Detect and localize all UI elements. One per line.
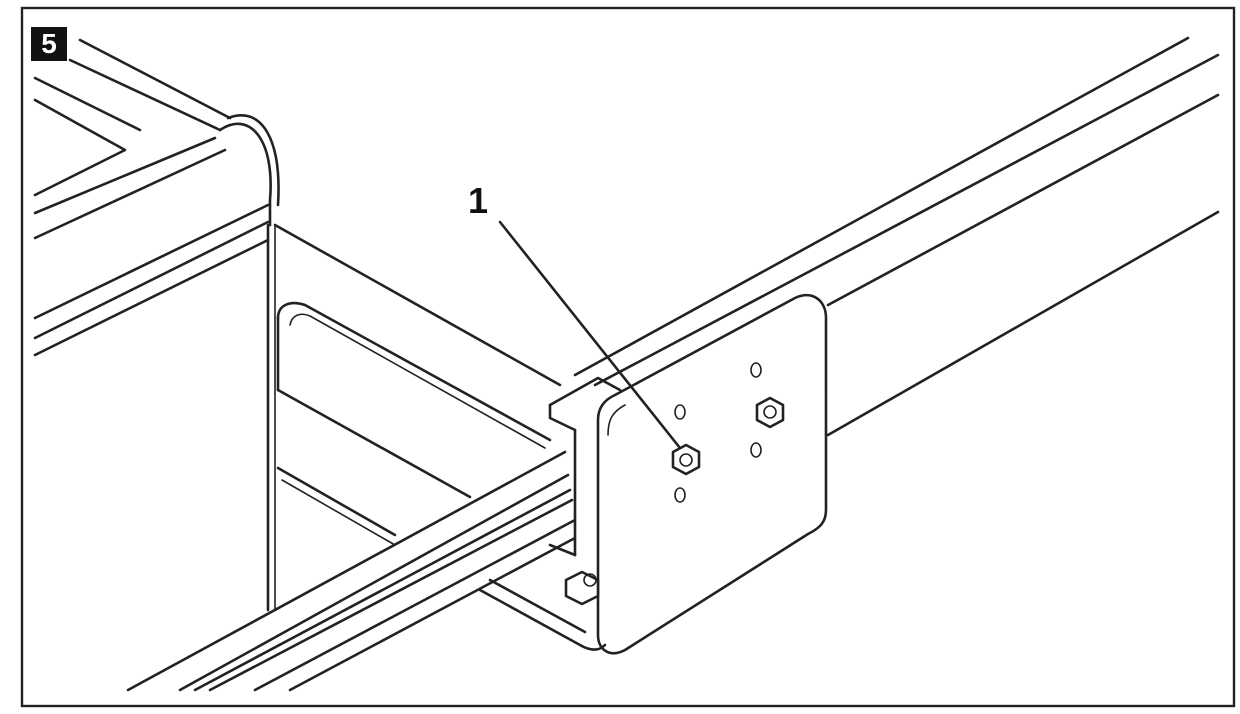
nut-upper	[755, 396, 785, 429]
callout-label: 1	[468, 180, 489, 221]
step-number-badge: 5	[31, 27, 67, 61]
long-rail	[573, 36, 1220, 437]
leader-line	[498, 220, 682, 450]
nut-callout	[671, 443, 701, 476]
mounting-plate	[596, 293, 828, 655]
slide-bar	[126, 450, 577, 692]
figure-border	[20, 6, 1236, 708]
nut-lower	[564, 570, 600, 606]
inner-opening	[273, 223, 562, 546]
c-channel-bracket	[478, 376, 622, 651]
cabinet-top-frame	[33, 38, 280, 612]
